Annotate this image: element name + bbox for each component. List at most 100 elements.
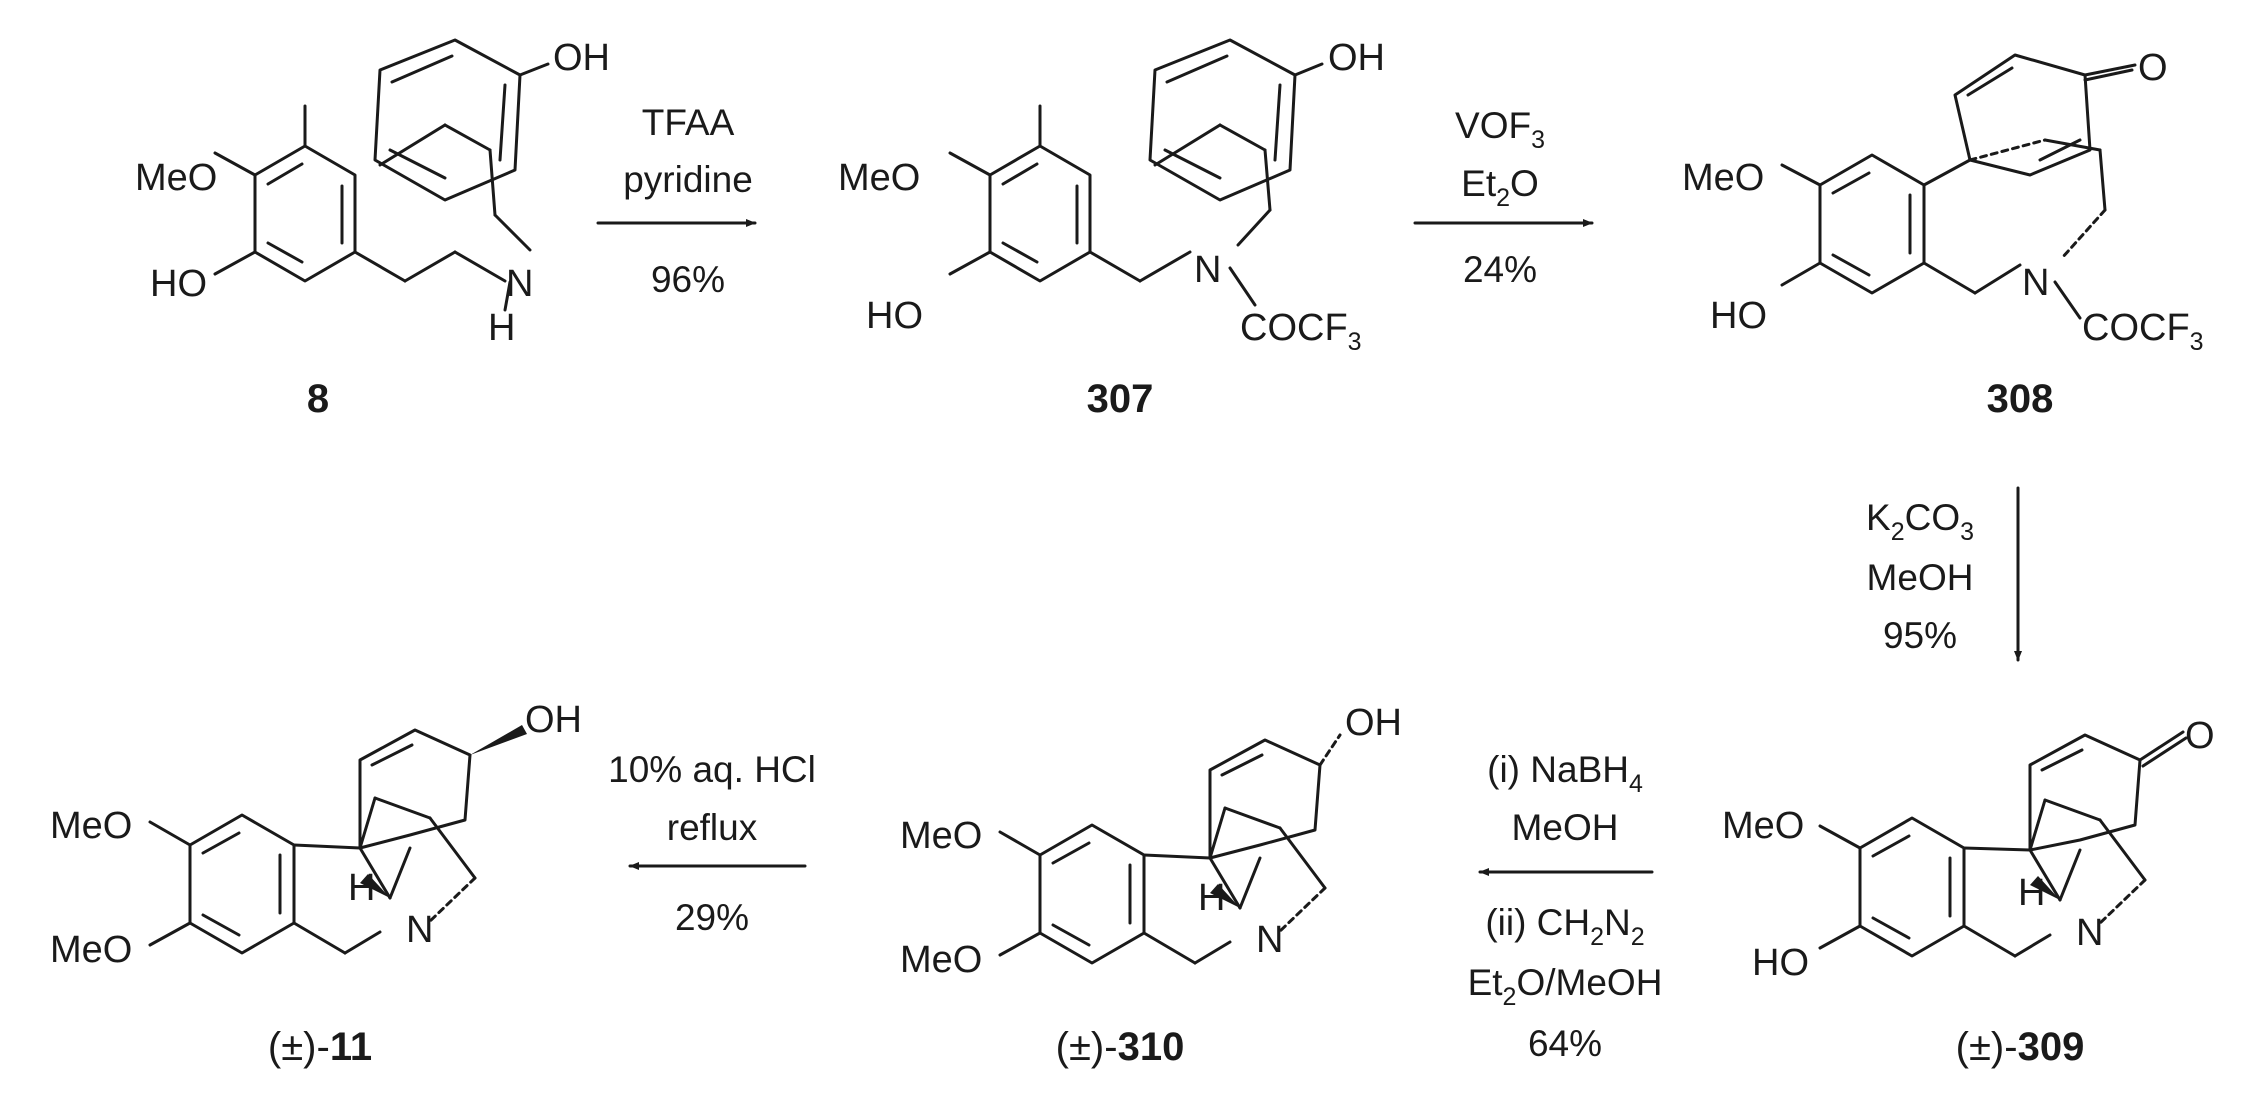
compound-8-meo-label: MeO [135, 157, 217, 199]
step-5-yield: 29% [675, 897, 749, 938]
compound-310-label: (±)-310 [1056, 1025, 1185, 1069]
step-4-reagent-sub: 4 [1629, 770, 1643, 798]
step-5-reagent: 10% aq. HCl [608, 749, 816, 790]
compound-309-o-label: O [2185, 715, 2215, 757]
compound-8-bonds [213, 38, 550, 312]
compound-11-wedge-bond [360, 874, 390, 898]
compound-307-meo-label: MeO [838, 157, 920, 199]
compound-11-label-num: 11 [330, 1025, 372, 1069]
compound-308-ho-label: HO [1710, 295, 1767, 337]
compound-11: MeO MeO OH H N (±)-11 [50, 699, 582, 1069]
compound-309-ho-label: HO [1752, 942, 1809, 984]
compound-308-cf3-sub: 3 [2190, 328, 2204, 356]
compound-11-n-label: N [406, 909, 433, 951]
step-5-condition: reflux [667, 807, 758, 848]
compound-310-meo-label-2: MeO [900, 939, 982, 981]
step-3: K2CO3 MeOH 95% [1866, 486, 2022, 662]
step-2-solvent-b: O [1510, 163, 1539, 204]
step-4-reagent-2-sub1: 2 [1590, 923, 1604, 951]
compound-308-label: 308 [1987, 377, 2054, 421]
compound-309-n-label: N [2076, 912, 2103, 954]
compound-307-cf3-sub: 3 [1348, 328, 1362, 356]
compound-310-label-prefix: (±)- [1056, 1025, 1118, 1069]
step-4: (i) NaBH4 MeOH (ii) CH2N2 Et2O/MeOH 64% [1468, 749, 1663, 1064]
step-1-yield: 96% [651, 259, 725, 300]
compound-310-label-num: 310 [1118, 1025, 1185, 1069]
compound-308-cocf-text: COCF [2082, 307, 2190, 349]
compound-11-bonds [148, 728, 477, 955]
step-4-solvent-2-sub: 2 [1503, 983, 1517, 1011]
compound-307-ho-label: HO [866, 295, 923, 337]
compound-307-cocf-text: COCF [1240, 307, 1348, 349]
step-2-solvent: Et2O [1461, 163, 1539, 212]
step-3-yield: 95% [1883, 615, 1957, 656]
compound-310-wedge-bond [1210, 884, 1240, 908]
compound-309: MeO HO O H N (±)-309 [1722, 715, 2215, 1069]
compound-309-label-prefix: (±)- [1956, 1025, 2018, 1069]
compound-310-h-label: H [1198, 877, 1225, 919]
compound-11-h-label: H [348, 867, 375, 909]
compound-307-label: 307 [1087, 377, 1154, 421]
compound-8-label: 8 [307, 377, 329, 421]
compound-11-oh-wedge-bond [470, 725, 527, 755]
step-3-reagent: K2CO3 [1866, 497, 1974, 546]
step-1-reagent: TFAA [642, 102, 735, 143]
compound-11-oh-label: OH [525, 699, 582, 741]
step-3-reagent-sub2: 3 [1960, 518, 1974, 546]
step-3-reagent-k: K [1866, 497, 1891, 538]
compound-310-bonds [998, 733, 1342, 965]
compound-309-label: (±)-309 [1956, 1025, 2085, 1069]
compound-11-meo-label-1: MeO [50, 805, 132, 847]
compound-307: MeO HO OH N COCF3 307 [838, 37, 1385, 421]
compound-8-n-label: N [506, 263, 533, 305]
step-1: TFAA pyridine 96% [596, 102, 757, 300]
compound-309-bonds [1818, 730, 2188, 958]
compound-308-o-label: O [2138, 47, 2168, 89]
step-2-yield: 24% [1463, 249, 1537, 290]
compound-11-label-prefix: (±)- [268, 1025, 330, 1069]
compound-8-h-label: H [488, 307, 515, 349]
compound-11-meo-label-2: MeO [50, 929, 132, 971]
compound-308: MeO HO O N COCF3 308 [1682, 47, 2204, 421]
step-4-reagent-2-a: (ii) CH [1485, 902, 1590, 943]
step-4-yield: 64% [1528, 1023, 1602, 1064]
step-4-solvent: MeOH [1512, 807, 1619, 848]
compound-309-label-num: 309 [2018, 1025, 2085, 1069]
step-4-solvent-2: Et2O/MeOH [1468, 962, 1663, 1011]
step-4-reagent-2-b: N [1604, 902, 1631, 943]
step-2: VOF3 Et2O 24% [1413, 105, 1594, 290]
step-4-solvent-2-a: Et [1468, 962, 1504, 1003]
compound-307-bonds [948, 38, 1324, 307]
compound-308-meo-label: MeO [1682, 157, 1764, 199]
step-3-reagent-co: CO [1905, 497, 1961, 538]
compound-309-wedge-bond [2030, 876, 2060, 900]
step-3-solvent: MeOH [1867, 557, 1974, 598]
compound-308-n-label: N [2022, 262, 2049, 304]
compound-308-cocf3-label: COCF3 [2082, 307, 2204, 356]
compound-307-cocf3-label: COCF3 [1240, 307, 1362, 356]
step-5: 10% aq. HCl reflux 29% [608, 749, 816, 938]
compound-11-label: (±)-11 [268, 1025, 372, 1069]
step-4-reagent: (i) NaBH4 [1487, 749, 1643, 798]
step-4-reagent-2: (ii) CH2N2 [1485, 902, 1644, 951]
compound-309-h-label: H [2018, 872, 2045, 914]
compound-307-oh-label: OH [1328, 37, 1385, 79]
step-1-solvent: pyridine [623, 159, 753, 200]
compound-310-meo-label-1: MeO [900, 815, 982, 857]
compound-8: MeO HO OH N H 8 [135, 37, 610, 421]
compound-310-n-label: N [1256, 919, 1283, 961]
step-4-solvent-2-b: O/MeOH [1516, 962, 1662, 1003]
compound-308-bonds [1780, 53, 2137, 320]
step-2-solvent-sub: 2 [1496, 184, 1510, 212]
step-2-reagent-sub: 3 [1531, 126, 1545, 154]
step-2-reagent-main: VOF [1455, 105, 1531, 146]
step-4-reagent-2-sub2: 2 [1631, 923, 1645, 951]
compound-307-n-label: N [1194, 249, 1221, 291]
step-2-solvent-a: Et [1461, 163, 1497, 204]
compound-8-ho-label: HO [150, 263, 207, 305]
step-4-reagent-main: (i) NaBH [1487, 749, 1629, 790]
compound-309-meo-label: MeO [1722, 805, 1804, 847]
compound-310: MeO MeO OH H N (±)-310 [900, 702, 1402, 1069]
step-2-reagent: VOF3 [1455, 105, 1545, 154]
